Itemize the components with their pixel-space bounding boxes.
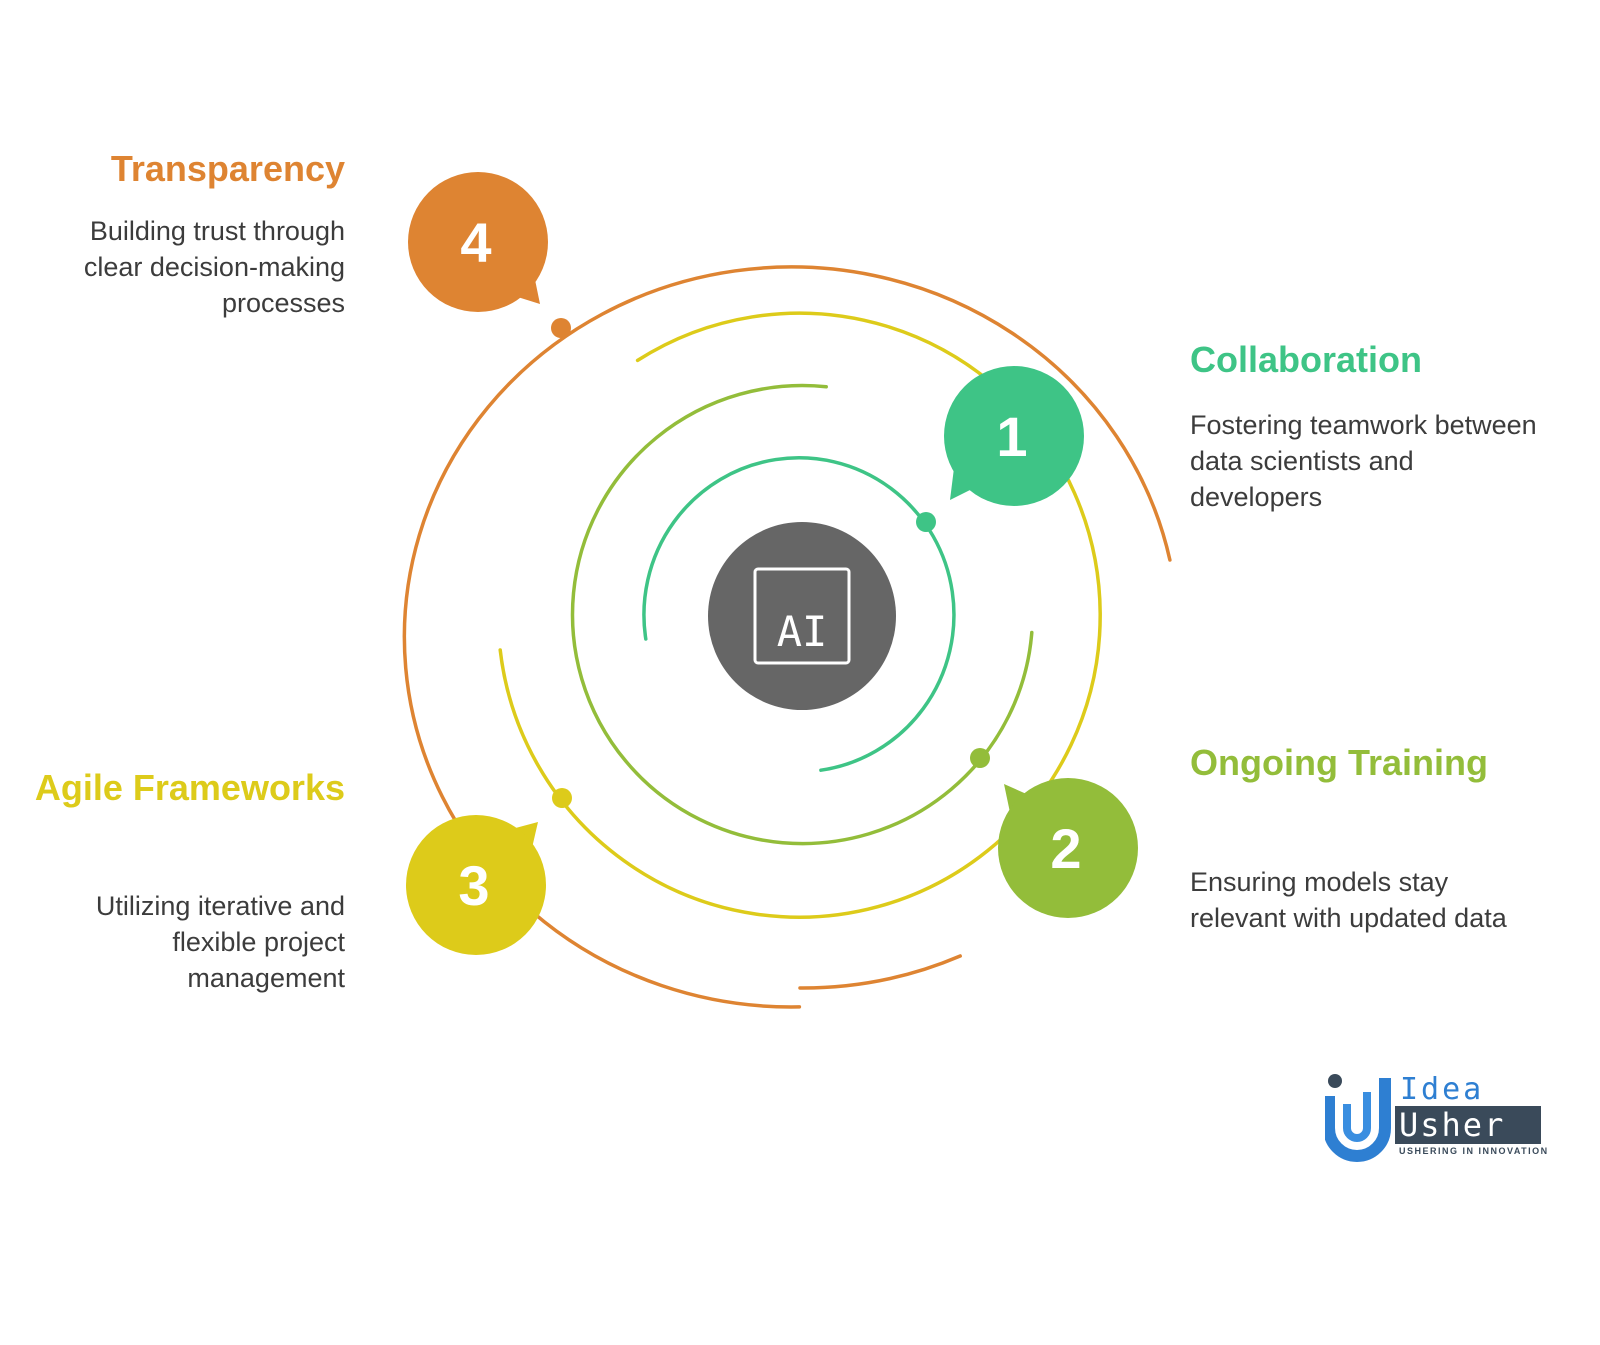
ai-chip-icon [753,567,851,665]
bubble-1-number: 1 [996,405,1027,468]
orange-ring-dot [551,318,571,338]
logo-tagline: USHERING IN INNOVATION [1399,1146,1549,1156]
ai-hub-label: AI [777,607,828,656]
orange-ring [402,265,1172,1009]
logo-word-idea: Idea [1400,1072,1485,1107]
lime-ring [570,383,1034,846]
bubble-2: 2 [998,778,1138,918]
bubble-1: 1 [944,366,1084,506]
collaboration-title: Collaboration [1190,339,1422,380]
bubble-3: 3 [406,815,546,955]
orange-ring-tail [798,954,962,990]
bubble-4-number: 4 [460,211,491,274]
collaboration-description: Fostering teamwork between data scientis… [1190,410,1537,512]
yellow-ring [498,311,1102,919]
yellow-ring-dot [552,788,572,808]
agile-frameworks-description: Utilizing iterative and flexible project… [95,891,345,993]
green-ring [642,456,956,772]
agile-frameworks-title: Agile Frameworks [34,767,345,808]
bubble-2-number: 2 [1050,817,1081,880]
ongoing-training-description: Ensuring models stay relevant with updat… [1190,867,1507,933]
logo-word-usher: Usher [1395,1106,1541,1144]
ongoing-training-title: Ongoing Training [1190,742,1488,783]
idea-usher-logo: Idea Usher USHERING IN INNOVATION [1325,1070,1547,1162]
green-ring-dot [916,512,936,532]
transparency-description: Building trust through clear decision-ma… [83,216,345,318]
transparency-title: Transparency [110,148,345,189]
bubble-3-number: 3 [458,854,489,917]
lime-ring-dot [970,748,990,768]
logo-u-icon [1325,1074,1391,1162]
bubble-4: 4 [408,172,548,312]
